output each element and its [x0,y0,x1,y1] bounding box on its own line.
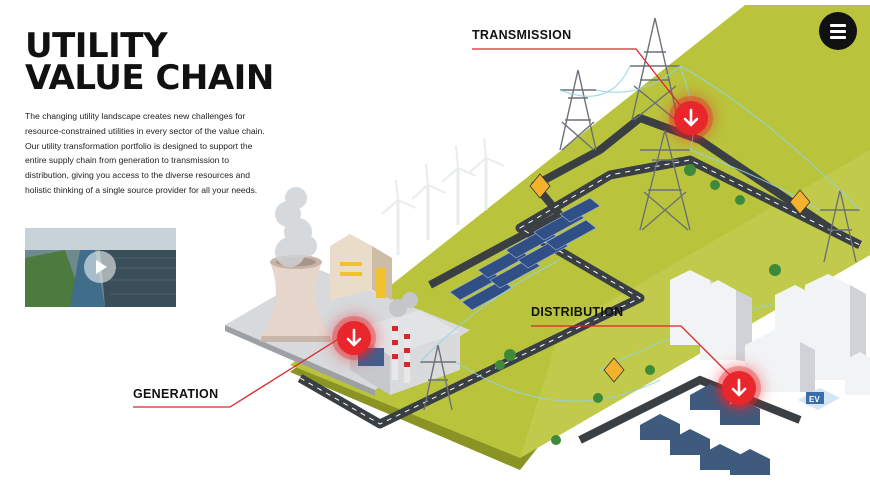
ev-station-label: EV [809,395,820,404]
title-line-1: UTILITY [25,26,168,66]
ev-station: EV [798,388,840,410]
transmission-hotspot[interactable] [674,101,708,135]
road-upper [428,114,843,289]
road-lower [578,375,802,444]
solar-farm [449,197,601,311]
steam-cloud [275,187,317,267]
houses [640,384,770,475]
transmission-towers [420,17,860,411]
distribution-label[interactable]: DISTRIBUTION [531,305,624,319]
road-signs [529,173,811,383]
arrow-down-icon [683,108,699,127]
title-line-2: VALUE CHAIN [25,58,274,98]
video-still [25,228,176,307]
road-markings [299,159,861,425]
generation-building [350,292,460,395]
transmission-label[interactable]: TRANSMISSION [472,28,572,42]
page-title: UTILITY VALUE CHAIN [25,26,274,98]
power-plant-building [330,234,392,300]
page-description: The changing utility landscape creates n… [25,111,265,195]
play-icon[interactable] [84,251,116,283]
arrow-down-icon [731,378,747,397]
leader-lines [133,48,734,408]
generation-label[interactable]: GENERATION [133,387,219,401]
plant-pad-edge [225,325,375,396]
wind-turbines [381,137,505,255]
distribution-hotspot[interactable] [722,371,756,405]
trees [495,164,781,445]
hamburger-menu-icon[interactable] [819,12,857,50]
arrow-down-icon [346,328,362,347]
generation-hotspot[interactable] [337,321,371,355]
